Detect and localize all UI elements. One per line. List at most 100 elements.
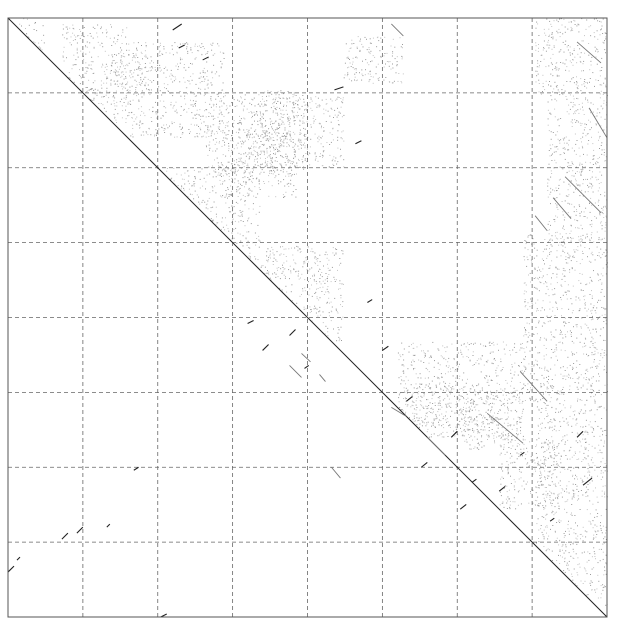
- contact-dot: [290, 162, 292, 164]
- contact-dot: [567, 284, 569, 286]
- contact-dot: [569, 389, 571, 391]
- contact-dot: [573, 558, 575, 559]
- contact-dot: [559, 154, 561, 156]
- contact-dot: [567, 189, 569, 191]
- contact-dot: [230, 169, 232, 171]
- contact-dot: [414, 354, 416, 356]
- contact-dot: [603, 130, 605, 132]
- contact-dot: [76, 52, 78, 54]
- contact-dot: [330, 121, 332, 123]
- contact-dot: [255, 258, 257, 260]
- contact-dot: [80, 35, 82, 37]
- contact-dot: [68, 77, 70, 79]
- contact-dot: [589, 162, 591, 164]
- contact-dot: [230, 155, 231, 157]
- contact-dot: [272, 273, 274, 275]
- contact-dot: [560, 390, 562, 392]
- contact-dot: [272, 264, 274, 265]
- contact-dot: [451, 343, 453, 345]
- contact-dot: [294, 166, 296, 168]
- contact-dot: [184, 98, 186, 100]
- contact-dot: [549, 490, 551, 492]
- contact-dot: [157, 64, 159, 66]
- contact-dot: [435, 418, 437, 420]
- contact-dot: [368, 51, 369, 53]
- contact-dot: [588, 355, 590, 356]
- contact-dot: [212, 77, 214, 79]
- contact-dot: [442, 424, 444, 425]
- contact-dot: [536, 288, 538, 290]
- contact-dot: [465, 410, 467, 412]
- contact-dot: [577, 574, 579, 576]
- contact-dot: [219, 51, 221, 53]
- contact-dot: [543, 459, 545, 461]
- contact-dot: [551, 160, 553, 161]
- contact-dot: [515, 399, 517, 401]
- contact-dot: [91, 68, 93, 70]
- contact-dot: [589, 186, 591, 188]
- contact-dot: [209, 103, 211, 105]
- contact-dot: [502, 434, 504, 436]
- contact-dot: [457, 352, 459, 354]
- contact-dot: [591, 127, 592, 129]
- contact-dot: [179, 123, 181, 125]
- contact-dot: [304, 136, 306, 137]
- contact-dot: [500, 400, 502, 402]
- contact-dot: [163, 72, 165, 74]
- contact-dot: [97, 89, 99, 91]
- contact-dot: [537, 73, 539, 75]
- contact-dot: [569, 385, 571, 387]
- contact-dot: [546, 525, 548, 527]
- contact-dot: [118, 74, 120, 76]
- contact-dot: [303, 122, 305, 124]
- contact-dot: [581, 479, 583, 481]
- contact-dot: [580, 90, 582, 92]
- contact-dot: [389, 61, 391, 63]
- contact-dot: [599, 70, 601, 72]
- contact-dot: [553, 46, 555, 48]
- contact-dot: [225, 217, 226, 219]
- contact-dot: [348, 50, 350, 52]
- contact-dot: [253, 166, 255, 167]
- contact-dot: [504, 438, 506, 440]
- contact-dot: [470, 343, 472, 345]
- contact-dot: [224, 132, 226, 134]
- contact-dot: [579, 263, 581, 265]
- contact-dot: [206, 132, 208, 134]
- contact-dot: [600, 439, 602, 441]
- contact-dot: [305, 104, 307, 106]
- contact-dot: [554, 146, 556, 148]
- contact-dot: [554, 81, 556, 83]
- contact-dot: [262, 105, 264, 107]
- contact-dot: [591, 187, 593, 189]
- contact-dot: [512, 402, 514, 404]
- contact-dot: [192, 104, 194, 106]
- contact-dot: [316, 308, 318, 310]
- contact-dot: [537, 424, 539, 426]
- contact-dot: [600, 116, 602, 118]
- contact-dot: [91, 100, 93, 101]
- contact-dot: [556, 68, 558, 70]
- contact-dot: [571, 425, 573, 427]
- contact-dot: [91, 56, 93, 58]
- contact-dot: [203, 76, 205, 78]
- contact-dot: [296, 162, 298, 164]
- contact-dot: [604, 566, 605, 568]
- contact-dot: [180, 58, 182, 60]
- contact-dot: [543, 484, 544, 486]
- contact-dot: [417, 420, 419, 422]
- contact-dot: [558, 28, 560, 30]
- contact-dot: [596, 496, 598, 498]
- contact-dot: [326, 288, 328, 290]
- contact-dot: [487, 439, 488, 440]
- contact-dot: [33, 29, 35, 30]
- contact-dot: [214, 118, 216, 119]
- contact-dot: [291, 169, 293, 171]
- contact-dot: [563, 229, 565, 230]
- contact-dot: [527, 336, 529, 338]
- contact-dot: [584, 431, 586, 433]
- contact-dot: [556, 282, 558, 284]
- contact-dot: [488, 384, 490, 386]
- contact-dot: [560, 154, 562, 155]
- contact-dot: [569, 269, 571, 271]
